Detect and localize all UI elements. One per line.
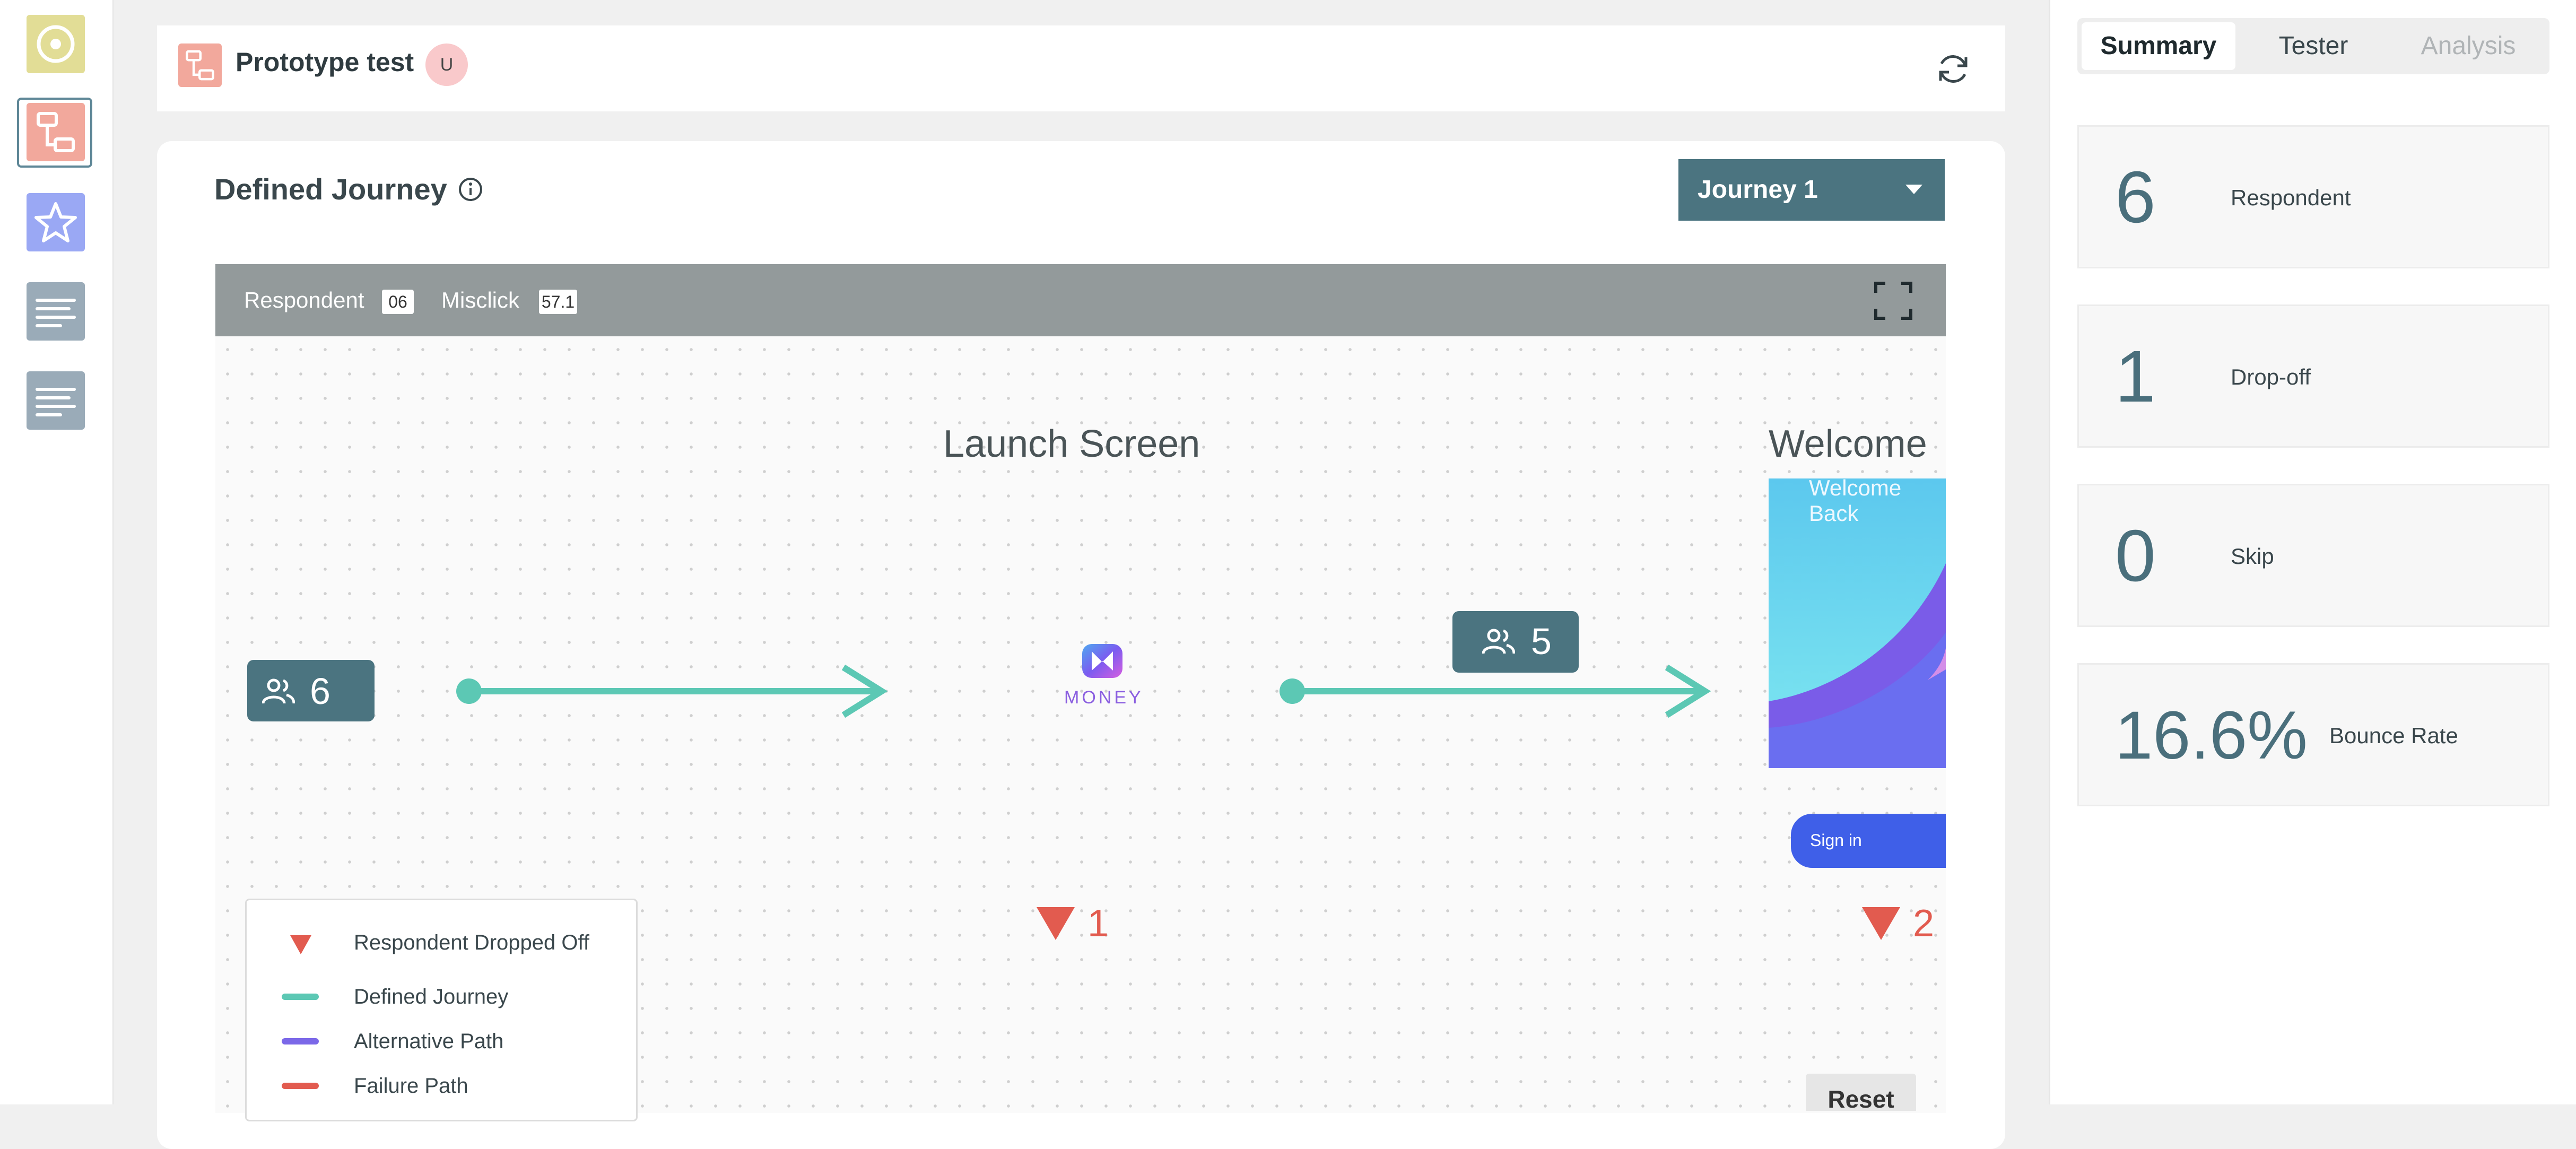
- legend: Respondent Dropped Off Defined Journey A…: [245, 899, 638, 1121]
- sign-in-label: Sign in: [1810, 831, 1862, 850]
- info-icon[interactable]: [457, 176, 484, 203]
- drop-triangle-icon: [290, 935, 311, 954]
- tab-summary[interactable]: Summary: [2082, 22, 2235, 70]
- fullscreen-icon[interactable]: [1874, 281, 1913, 320]
- stat-value: 16.6%: [2115, 698, 2308, 773]
- node-title-launch-screen: Launch Screen: [943, 423, 1200, 465]
- journey-edge-2: [1280, 664, 1711, 718]
- edge-respondent-badge[interactable]: 5: [1452, 611, 1579, 673]
- welcome-screen-thumbnail[interactable]: Welcome Back: [1769, 478, 1946, 768]
- misclick-badge: 57.1: [539, 290, 577, 314]
- legend-label: Alternative Path: [354, 1030, 504, 1053]
- target-icon[interactable]: [27, 15, 85, 73]
- reset-button[interactable]: Reset: [1806, 1074, 1916, 1113]
- misclick-label: Misclick: [441, 288, 519, 312]
- avatar[interactable]: U: [425, 43, 468, 86]
- stat-value: 0: [2115, 515, 2156, 597]
- left-rail: [0, 0, 114, 1104]
- money-logo-text: MONEY: [1064, 687, 1144, 708]
- users-icon: [1482, 629, 1515, 654]
- stat-card-drop-off: 1 Drop-off: [2077, 304, 2549, 448]
- prototype-flow-icon: [178, 43, 222, 87]
- refresh-icon[interactable]: [1933, 49, 1973, 89]
- canvas-header: Respondent 06 Misclick 57.1: [215, 264, 1946, 336]
- rail-selection-frame: [17, 98, 92, 168]
- legend-label: Failure Path: [354, 1074, 468, 1098]
- stat-card-respondent: 6 Respondent: [2077, 125, 2549, 268]
- stat-label: Respondent: [2231, 185, 2351, 210]
- chevron-down-icon: [1905, 185, 1922, 194]
- journey-select[interactable]: Journey 1: [1678, 159, 1945, 221]
- tab-bar: Summary Tester Analysis: [2077, 18, 2549, 74]
- legend-label: Defined Journey: [354, 985, 509, 1008]
- tab-tester[interactable]: Tester: [2278, 32, 2348, 60]
- prototype-flow-icon[interactable]: [27, 103, 85, 161]
- respondent-label: Respondent: [244, 288, 364, 312]
- users-icon: [262, 678, 295, 704]
- legend-swatch-failure: [282, 1083, 319, 1089]
- drop-triangle-icon: [1862, 907, 1900, 940]
- node-title-welcome: Welcome: [1769, 423, 1927, 465]
- drop-off-marker[interactable]: 2: [1860, 902, 1934, 945]
- legend-swatch-alternative: [282, 1038, 319, 1044]
- stat-card-skip: 0 Skip: [2077, 484, 2549, 627]
- text-lines-icon[interactable]: [27, 371, 85, 430]
- journey-select-value: Journey 1: [1698, 176, 1818, 204]
- welcome-screen-heading: Welcome Back: [1809, 478, 1902, 526]
- section-title: Defined Journey: [214, 172, 447, 206]
- stat-label: Skip: [2231, 544, 2274, 569]
- star-icon[interactable]: [27, 193, 85, 251]
- tab-analysis[interactable]: Analysis: [2421, 32, 2516, 60]
- money-logo-icon[interactable]: [1080, 641, 1125, 681]
- drop-count: 2: [1913, 902, 1935, 945]
- legend-swatch-defined: [282, 994, 319, 1000]
- journey-edge-1: [456, 664, 888, 718]
- edge-count: 5: [1531, 621, 1552, 662]
- page-title: Prototype test: [236, 47, 414, 77]
- drop-off-marker[interactable]: 1: [1034, 902, 1109, 945]
- start-count: 6: [310, 671, 330, 712]
- drop-triangle-icon: [1037, 907, 1075, 940]
- stat-label: Drop-off: [2231, 364, 2311, 389]
- text-lines-icon[interactable]: [27, 282, 85, 341]
- stat-value: 6: [2115, 156, 2156, 238]
- legend-label: Respondent Dropped Off: [354, 931, 590, 954]
- stat-card-bounce-rate: 16.6% Bounce Rate: [2077, 663, 2549, 806]
- stat-value: 1: [2115, 336, 2156, 417]
- stat-label: Bounce Rate: [2329, 723, 2458, 748]
- drop-count: 1: [1087, 902, 1109, 945]
- respondent-count-badge: 06: [382, 290, 414, 314]
- sign-in-button[interactable]: Sign in: [1791, 814, 1946, 868]
- welcome-screen-art: [1769, 478, 1946, 768]
- start-respondent-badge[interactable]: 6: [247, 660, 375, 721]
